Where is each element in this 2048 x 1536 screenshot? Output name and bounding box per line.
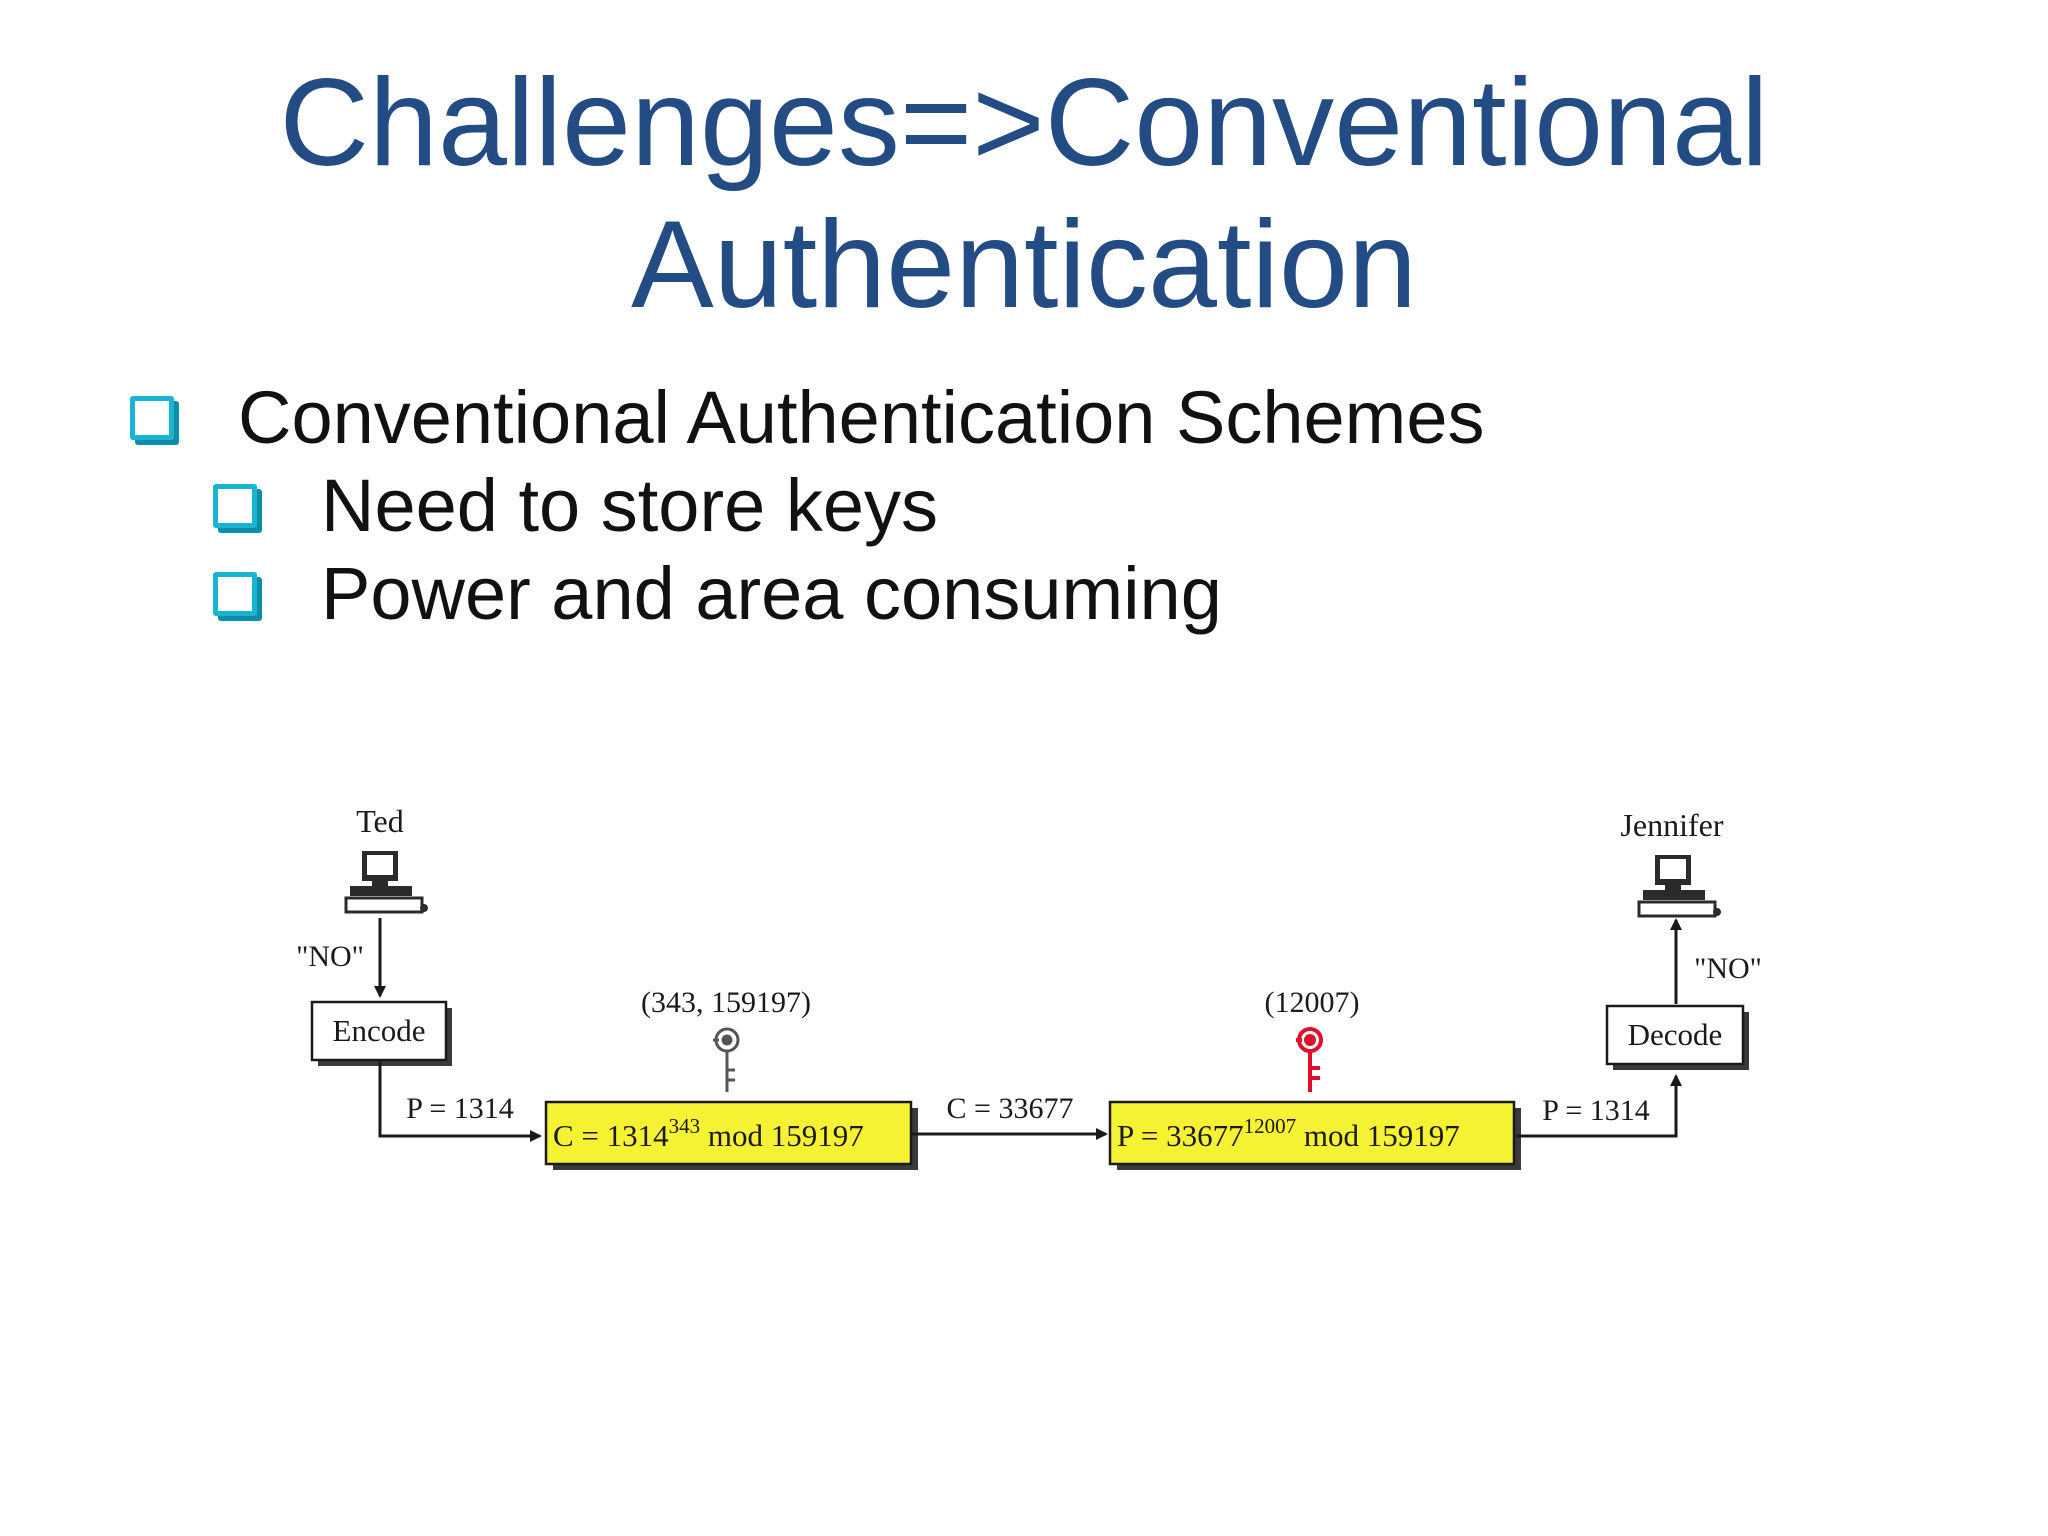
sub-bullet-item: Power and area consuming — [213, 551, 1222, 636]
bullet-item: Conventional Authentication Schemes — [130, 375, 1484, 460]
slide-title-line-2: Authentication — [631, 196, 1417, 334]
message-in-label: "NO" — [296, 940, 364, 973]
receiver-computer-icon — [1637, 855, 1721, 918]
sender-computer-icon — [344, 851, 428, 914]
checkbox-bullet-icon — [213, 483, 257, 528]
bullet-text: Need to store keys — [321, 464, 938, 547]
sender-name: Ted — [356, 803, 404, 839]
private-key-label: (12007) — [1265, 986, 1360, 1019]
plaintext-left-label: P = 1314 — [406, 1092, 514, 1125]
slide-title: Challenges=>Conventional Authentication — [0, 52, 2048, 336]
sub-bullet-item: Need to store keys — [213, 463, 938, 548]
formula-exponent: 12007 — [1244, 1114, 1297, 1138]
decode-box: Decode — [1605, 1004, 1749, 1070]
public-key-icon — [713, 1027, 740, 1092]
decryption-box: P = 3367712007 mod 159197 — [1108, 1100, 1521, 1170]
checkbox-bullet-icon — [130, 395, 174, 440]
encryption-box: C = 1314343 mod 159197 — [544, 1100, 918, 1170]
bullet-text: Power and area consuming — [321, 552, 1222, 635]
bullet-text: Conventional Authentication Schemes — [238, 376, 1485, 459]
decode-label: Decode — [1628, 1017, 1723, 1052]
encode-label: Encode — [333, 1013, 426, 1048]
formula-exponent: 343 — [669, 1114, 701, 1138]
ciphertext-label: C = 33677 — [947, 1092, 1074, 1125]
bullet-list: Conventional Authentication Schemes Need… — [0, 0, 2048, 700]
formula-modulus: mod 159197 — [700, 1118, 864, 1153]
public-key-label: (343, 159197) — [641, 986, 811, 1019]
checkbox-bullet-icon — [213, 571, 257, 616]
private-key-icon — [1296, 1027, 1323, 1092]
formula-base: C = 1314 — [553, 1118, 669, 1153]
message-out-label: "NO" — [1694, 952, 1762, 985]
encode-box: Encode — [310, 1000, 452, 1066]
encryption-formula: C = 1314343 mod 159197 — [553, 1114, 864, 1153]
formula-modulus: mod 159197 — [1296, 1118, 1460, 1153]
plaintext-right-label: P = 1314 — [1542, 1094, 1650, 1127]
slide-title-line-1: Challenges=>Conventional — [279, 54, 1769, 192]
receiver-name: Jennifer — [1620, 807, 1723, 843]
formula-base: P = 33677 — [1117, 1118, 1244, 1153]
decryption-formula: P = 3367712007 mod 159197 — [1117, 1114, 1460, 1153]
